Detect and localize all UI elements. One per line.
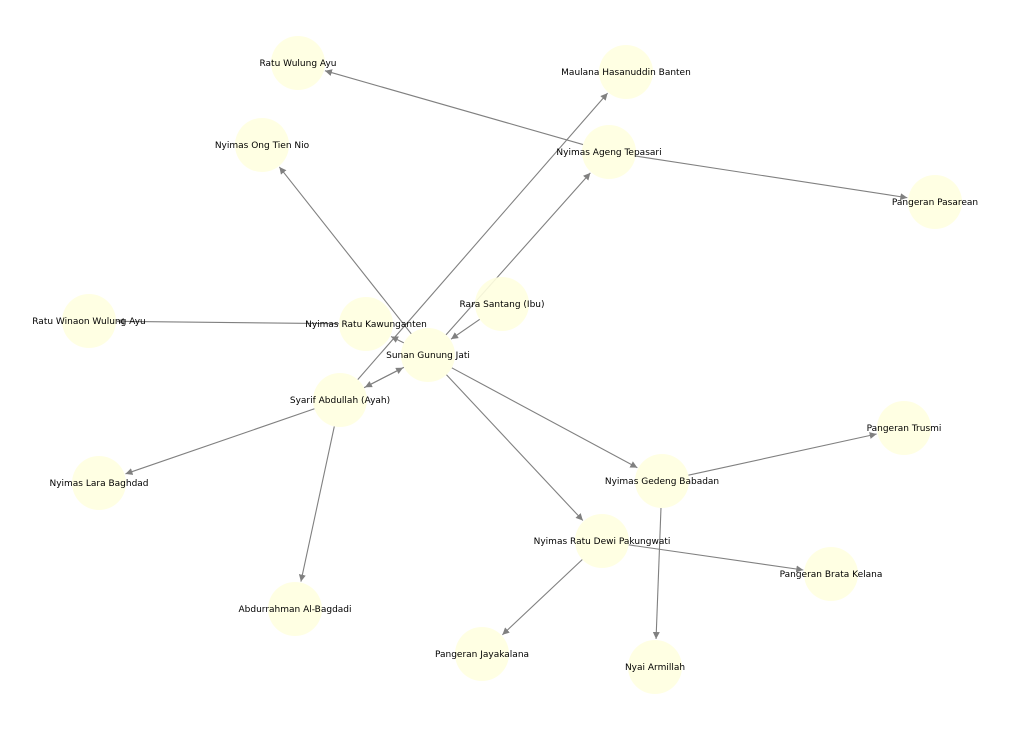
node-tepasari[interactable]: Nyimas Ageng Tepasari — [556, 125, 662, 179]
edge-sunan-to-syarif — [364, 366, 405, 388]
edges-layer — [116, 69, 908, 640]
node-label: Ratu Wulung Ayu — [259, 59, 336, 69]
node-label: Nyimas Ratu Dewi Pakungwati — [534, 537, 671, 547]
node-circle — [72, 456, 126, 510]
node-label: Ratu Winaon Wulung Ayu — [32, 317, 146, 327]
node-label: Pangeran Jayakalana — [435, 650, 529, 660]
node-circle — [599, 45, 653, 99]
node-circle — [455, 627, 509, 681]
node-circle — [62, 294, 116, 348]
node-label: Sunan Gunung Jati — [386, 351, 470, 361]
node-label: Pangeran Trusmi — [867, 424, 942, 434]
edge-rara-to-sunan — [450, 318, 481, 340]
edge-babadan-to-trusmi — [688, 432, 877, 476]
node-jayakalana[interactable]: Pangeran Jayakalana — [435, 627, 529, 681]
node-syarif[interactable]: Syarif Abdullah (Ayah) — [290, 373, 390, 427]
node-circle — [575, 514, 629, 568]
node-circle — [804, 547, 858, 601]
node-label: Syarif Abdullah (Ayah) — [290, 396, 390, 406]
node-circle — [582, 125, 636, 179]
edge-pakungwati-to-jayakalana — [502, 559, 583, 636]
node-circle — [628, 640, 682, 694]
edge-babadan-to-armillah — [652, 507, 662, 640]
edge-tepasari-to-pasarean — [635, 155, 908, 201]
node-circle — [235, 118, 289, 172]
node-label: Maulana Hasanuddin Banten — [561, 68, 691, 78]
node-circle — [268, 582, 322, 636]
node-label: Rara Santang (Ibu) — [460, 300, 545, 310]
node-circle — [635, 454, 689, 508]
edge-syarif-to-abdurrahman — [298, 426, 335, 582]
node-label: Nyimas Gedeng Babadan — [605, 477, 719, 487]
node-ongtien[interactable]: Nyimas Ong Tien Nio — [215, 118, 310, 172]
node-abdurrahman[interactable]: Abdurrahman Al-Bagdadi — [238, 582, 352, 636]
nodes-layer: Sunan Gunung Jati Rara Santang (Ibu) Syari… — [32, 36, 978, 694]
node-label: Nyimas Lara Baghdad — [49, 479, 148, 489]
node-circle — [908, 175, 962, 229]
node-label: Nyimas Ageng Tepasari — [556, 148, 661, 158]
edge-sunan-to-pakungwati — [446, 374, 584, 521]
node-label: Nyimas Ratu Kawunganten — [305, 320, 427, 330]
edge-kawunganten-to-winaon — [116, 317, 340, 325]
node-armillah[interactable]: Nyai Armillah — [625, 640, 685, 694]
node-bratakelana[interactable]: Pangeran Brata Kelana — [780, 547, 883, 601]
node-label: Nyimas Ong Tien Nio — [215, 141, 310, 151]
edge-tepasari-to-wulungayu — [324, 69, 584, 146]
node-circle — [401, 328, 455, 382]
node-circle — [475, 277, 529, 331]
node-larabaghdad[interactable]: Nyimas Lara Baghdad — [49, 456, 149, 510]
node-circle — [313, 373, 367, 427]
node-pakungwati[interactable]: Nyimas Ratu Dewi Pakungwati — [534, 514, 671, 568]
node-wulungayu[interactable]: Ratu Wulung Ayu — [259, 36, 337, 90]
edge-sunan-to-ongtien — [278, 166, 412, 335]
node-pasarean[interactable]: Pangeran Pasarean — [892, 175, 978, 229]
node-babadan[interactable]: Nyimas Gedeng Babadan — [605, 454, 719, 508]
node-trusmi[interactable]: Pangeran Trusmi — [867, 401, 942, 455]
node-circle — [339, 297, 393, 351]
edge-sunan-to-kawunganten — [390, 336, 405, 344]
edge-sunan-to-babadan — [451, 367, 638, 469]
node-circle — [877, 401, 931, 455]
node-label: Abdurrahman Al-Bagdadi — [238, 605, 351, 615]
edge-syarif-to-maulana — [357, 92, 609, 381]
node-circle — [271, 36, 325, 90]
node-label: Pangeran Pasarean — [892, 198, 978, 208]
node-winaon[interactable]: Ratu Winaon Wulung Ayu — [32, 294, 146, 348]
edge-pakungwati-to-bratakelana — [628, 544, 804, 573]
node-label: Pangeran Brata Kelana — [780, 570, 883, 580]
node-maulana[interactable]: Maulana Hasanuddin Banten — [561, 45, 691, 99]
node-rara[interactable]: Rara Santang (Ibu) — [460, 277, 545, 331]
node-sunan[interactable]: Sunan Gunung Jati — [386, 328, 470, 382]
edge-sunan-to-tepasari — [445, 172, 591, 336]
node-kawunganten[interactable]: Nyimas Ratu Kawunganten — [305, 297, 427, 351]
node-label: Nyai Armillah — [625, 663, 685, 673]
edge-syarif-to-larabaghdad — [125, 408, 315, 475]
